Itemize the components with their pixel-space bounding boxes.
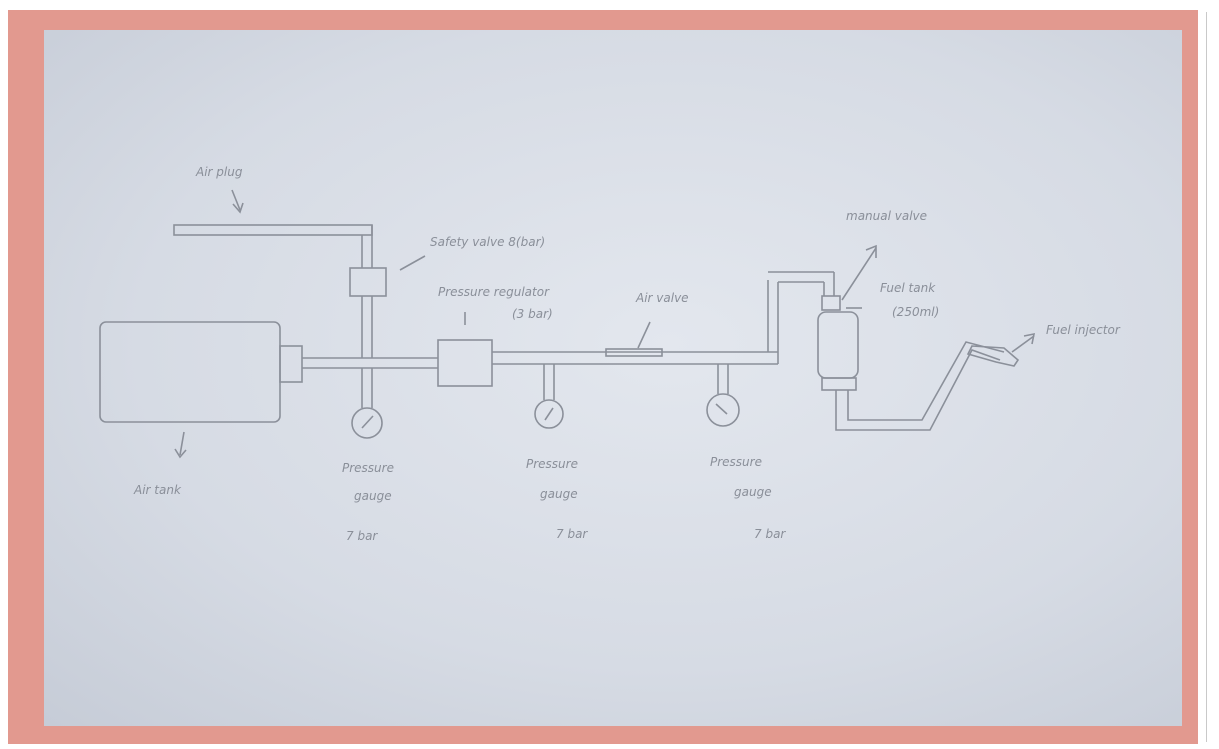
label-gauge1-line2: gauge [354, 489, 392, 503]
air-plug-arrowhead [232, 202, 244, 214]
paper-sheet [44, 30, 1182, 726]
air-tank-arrow [179, 431, 185, 456]
label-fuel-tank-capacity: (250ml) [892, 305, 939, 319]
label-gauge2-value: 7 bar [556, 527, 588, 541]
gauge3-needle [715, 403, 728, 415]
fuel-injector [966, 345, 1020, 367]
page-edge-line [1206, 12, 1207, 742]
manual-valve-arrow [841, 247, 877, 301]
safety-valve [349, 267, 387, 297]
gauge1-needle [361, 415, 374, 429]
air-valve-arrow [637, 321, 651, 349]
label-gauge1-value: 7 bar [346, 529, 378, 543]
label-gauge1-line1: Pressure [342, 461, 394, 475]
label-regulator-setting: (3 bar) [512, 307, 553, 321]
pressure-regulator [437, 339, 493, 387]
label-air-tank: Air tank [133, 483, 182, 497]
fuel-tank [817, 311, 859, 379]
label-air-valve: Air valve [635, 291, 689, 305]
label-gauge3-value: 7 bar [754, 527, 786, 541]
fuel-line-inner [847, 341, 1005, 421]
air-plug-pipe [173, 224, 373, 236]
label-gauge2-line1: Pressure [526, 457, 578, 471]
label-air-plug: Air plug [195, 165, 243, 179]
label-safety-valve: Safety valve 8(bar) [430, 235, 545, 249]
air-tank [99, 321, 281, 423]
label-gauge2-line2: gauge [540, 487, 578, 501]
air-plug-arrow [231, 189, 241, 211]
label-fuel-tank: Fuel tank [880, 281, 936, 295]
gauge2-needle [544, 407, 554, 421]
label-pressure-regulator: Pressure regulator [438, 285, 550, 299]
air-valve [605, 348, 663, 357]
manual-valve [821, 295, 841, 311]
label-fuel-injector: Fuel injector [1046, 323, 1121, 337]
label-gauge3-line2: gauge [734, 485, 772, 499]
manual-valve-arrowhead [865, 244, 877, 258]
label-manual-valve: manual valve [846, 209, 927, 223]
fuel-injector-arrowhead [1023, 332, 1036, 345]
pressure-gauge-2 [534, 399, 564, 429]
fuel-line-outer [835, 349, 1001, 431]
air-tank-arrowhead [174, 448, 187, 459]
fuel-injector-arrow [1011, 335, 1035, 353]
label-gauge3-line1: Pressure [710, 455, 762, 469]
pressure-gauge-3 [706, 393, 740, 427]
safety-valve-arrow [399, 255, 426, 271]
air-tank-neck [279, 345, 303, 383]
fuel-tank-base [821, 377, 857, 391]
pressure-gauge-1 [351, 407, 383, 439]
